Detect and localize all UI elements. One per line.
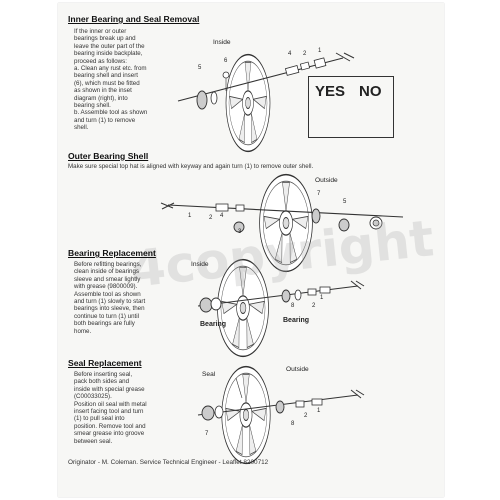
s1-num-6: 6 (224, 58, 228, 64)
s4-num-2: 2 (304, 413, 308, 419)
s2-num-2: 2 (209, 215, 213, 221)
s1-num-1: 1 (318, 48, 322, 54)
footer-originator: Originator - M. Coleman. Service Technic… (68, 459, 269, 466)
s2-num-7: 7 (317, 191, 321, 197)
s1-num-4: 4 (288, 51, 292, 57)
inset-no-label: NO (359, 83, 382, 100)
s4-body: Before inserting seal, pack both sides a… (74, 371, 147, 445)
s3-num-2: 2 (312, 303, 316, 309)
s2-heading: Outer Bearing Shell (68, 151, 149, 161)
s3-num-1: 1 (320, 295, 324, 301)
s3-line: Before refitting bearings, (74, 261, 142, 268)
s4-line: (1) to pull seal into (74, 415, 125, 423)
s3-line: clean inside of bearings (74, 268, 140, 276)
s1-line: If the inner or outer (74, 28, 127, 35)
s1-line: proceed as follows: (74, 57, 127, 65)
s1-heading: Inner Bearing and Seal Removal (68, 14, 200, 24)
leaflet-page: 4copyright Inner Bearing and Seal Remova… (58, 3, 444, 497)
s1-line: bearings break up and (74, 35, 136, 43)
s4-line: between seal. (74, 437, 113, 445)
s1-line: and turn (1) to remove (74, 116, 136, 124)
yes-no-inset: YES NO (308, 76, 394, 138)
s3-inside-label: Inside (191, 261, 209, 268)
s4-num-7: 7 (205, 431, 209, 437)
s3-line: Assemble tool as shown (74, 290, 141, 298)
s3-num-8: 8 (291, 303, 295, 309)
inset-yes-label: YES (315, 83, 346, 100)
s1-line: a. Clean any rust etc. from (74, 65, 147, 73)
s2-diagram (160, 173, 404, 273)
s3-bearing-left-label: Bearing (200, 321, 227, 328)
s4-line: (C00033025). (74, 393, 112, 401)
s1-line: diagram (right), into (74, 94, 128, 102)
s4-num-1: 1 (317, 408, 321, 414)
s1-line: bearing shell. (74, 102, 111, 110)
s4-line: Before inserting seal, (74, 371, 133, 378)
s4-line: insert facing tool and turn (74, 408, 144, 416)
s1-num-2: 2 (303, 51, 307, 57)
s4-line: inside with special grease (74, 385, 145, 393)
s4-outside-label: Outside (286, 366, 309, 373)
s3-line: and turn (1) slowly to start (74, 298, 146, 306)
s1-line: bearing shell and insert (74, 72, 138, 80)
s3-body: Before refitting bearings, clean inside … (74, 261, 145, 335)
s3-heading: Bearing Replacement (68, 248, 156, 258)
s2-num-1: 1 (188, 213, 192, 219)
s1-line: as shown in the inset (74, 87, 132, 95)
s3-line: sleeve and smear lightly (74, 275, 141, 283)
s1-num-5: 5 (198, 65, 202, 71)
s2-num-3: 3 (238, 229, 242, 235)
s1-diagram (177, 52, 355, 153)
s2-num-4: 4 (220, 213, 224, 219)
s1-line: shell. (74, 124, 89, 132)
s4-diagram (197, 365, 365, 465)
s1-line: (6), which must be fitted (74, 79, 140, 87)
s2-outside-label: Outside (315, 177, 338, 184)
s1-inside-label: Inside (213, 39, 231, 46)
s4-line: smear grease into groove (74, 430, 145, 438)
s3-line: with grease (9800009). (74, 283, 138, 291)
s4-line: pack both sides and (74, 378, 130, 386)
s1-body: If the inner or outer bearings break up … (74, 28, 147, 132)
s1-line: leave the outer part of the (74, 42, 145, 50)
s4-heading: Seal Replacement (68, 358, 142, 368)
s3-diagram (197, 258, 365, 358)
s3-line: home. (74, 327, 92, 335)
s1-line: bearing inside backplate, (74, 50, 143, 58)
s4-num-8: 8 (291, 421, 295, 427)
s3-line: both bearings are fully (74, 320, 135, 328)
s4-line: position. Remove tool and (74, 422, 146, 430)
s2-text: Make sure special top hat is aligned wit… (68, 163, 314, 170)
s4-line: Position oil seal with metal (74, 400, 147, 408)
s2-num-5: 5 (343, 199, 347, 205)
s3-bearing-right-label: Bearing (283, 317, 310, 324)
s4-seal-label: Seal (202, 371, 216, 378)
s3-line: continue to turn (1) until (74, 312, 140, 320)
s1-line: b. Assemble tool as shown (74, 109, 148, 117)
s3-line: bearings into sleeve, then (74, 305, 145, 313)
